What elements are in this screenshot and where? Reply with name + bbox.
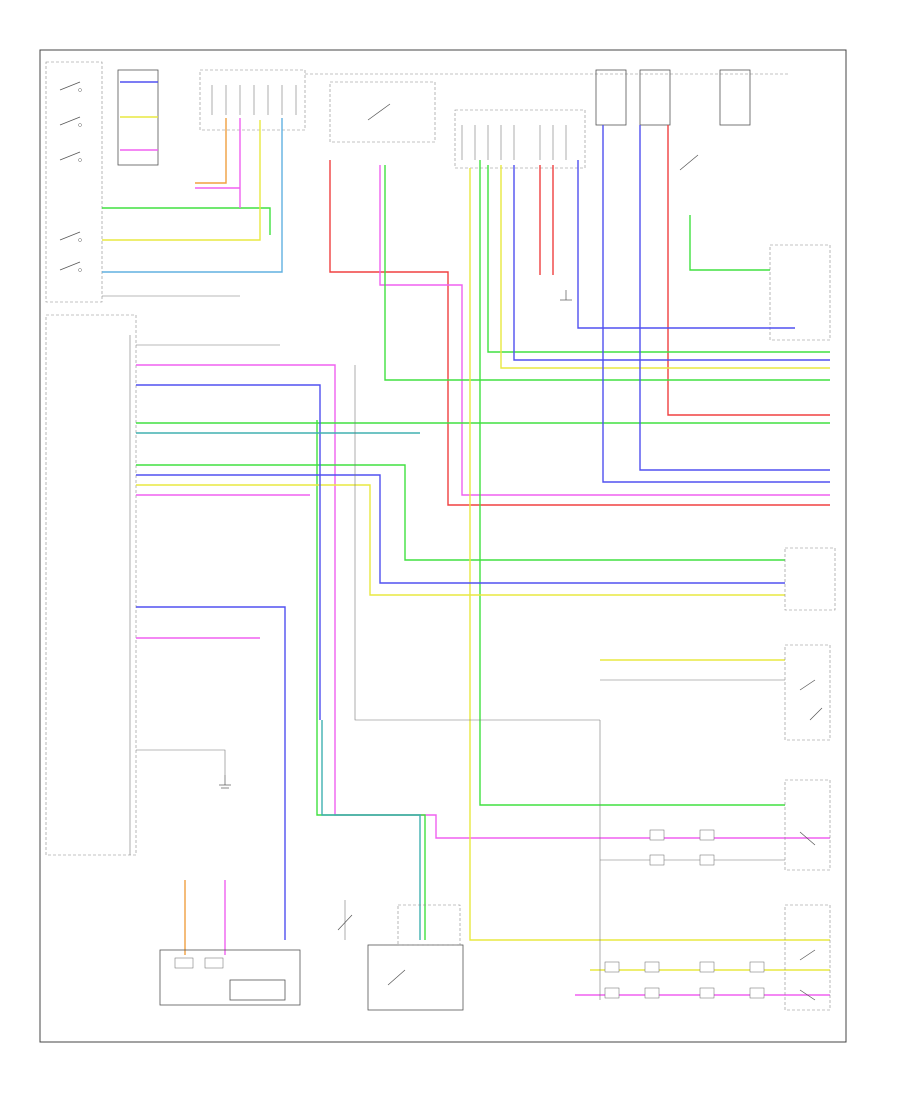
bottom-left-inner [229, 979, 286, 1001]
wire-blue-right-3 [639, 125, 830, 471]
wire-green-vertical [479, 160, 785, 806]
wire-teal-lower [321, 720, 421, 940]
wire-black-3 [354, 365, 600, 721]
wire-yellow-center [500, 165, 830, 369]
wire-left-green-1 [102, 207, 271, 235]
top-right-fuses [595, 69, 751, 171]
wire-green-center2 [487, 165, 830, 353]
bottom-center-ground-switch [337, 914, 353, 931]
wire-pink-left-long [136, 364, 830, 839]
wire-green-right-top [689, 215, 770, 271]
wire-black-2 [136, 749, 226, 775]
top-center-pins [211, 85, 297, 115]
wire-left-yellow-1 [102, 120, 261, 241]
wire-left-orange [195, 118, 227, 184]
center-connector-pins [461, 125, 567, 160]
bottom-left-pins [174, 957, 224, 969]
bottom-right-pins [604, 829, 765, 999]
ground-symbol-center [219, 775, 231, 789]
wire-blue-left-2 [136, 474, 785, 584]
bottom-center-module [367, 944, 464, 1011]
wire-yellow-long [469, 168, 830, 941]
wire-blue-bottom [136, 606, 286, 940]
right-mid-connector [784, 547, 836, 611]
bottom-center-switch [387, 969, 406, 986]
wire-green-center [384, 165, 830, 381]
right-connector-switches [799, 679, 823, 1001]
bottom-left-module [159, 949, 301, 1006]
ground-symbol-top [560, 290, 572, 301]
wire-left-lightblue [102, 118, 283, 273]
center-connector-strip [454, 109, 586, 169]
wire-green-left-lower [316, 420, 426, 940]
wire-red-right [667, 125, 830, 416]
wire-green-mid [136, 464, 785, 561]
wire-yellow-left [136, 484, 785, 596]
bottom-center-connector [397, 904, 461, 946]
wire-red-center [329, 160, 830, 506]
left-main-module [45, 314, 137, 856]
right-bottom-connector [784, 904, 831, 1011]
center-top-switch [367, 103, 391, 121]
left-switch-block [45, 61, 103, 303]
wire-pink-center-long [379, 165, 830, 496]
right-lower-connector-1 [784, 644, 831, 741]
wire-blue-right-2 [577, 160, 795, 329]
diagram-frame [39, 49, 847, 1043]
top-center-connector [199, 69, 306, 131]
wire-blue-center [513, 165, 830, 361]
center-top-module [329, 81, 436, 143]
left-switch-contacts [59, 81, 82, 272]
wire-blue-right-vert [602, 125, 830, 483]
right-top-door-switch [769, 244, 831, 341]
right-lower-connector-2 [784, 779, 831, 871]
wire-blue-left-1 [136, 384, 321, 720]
